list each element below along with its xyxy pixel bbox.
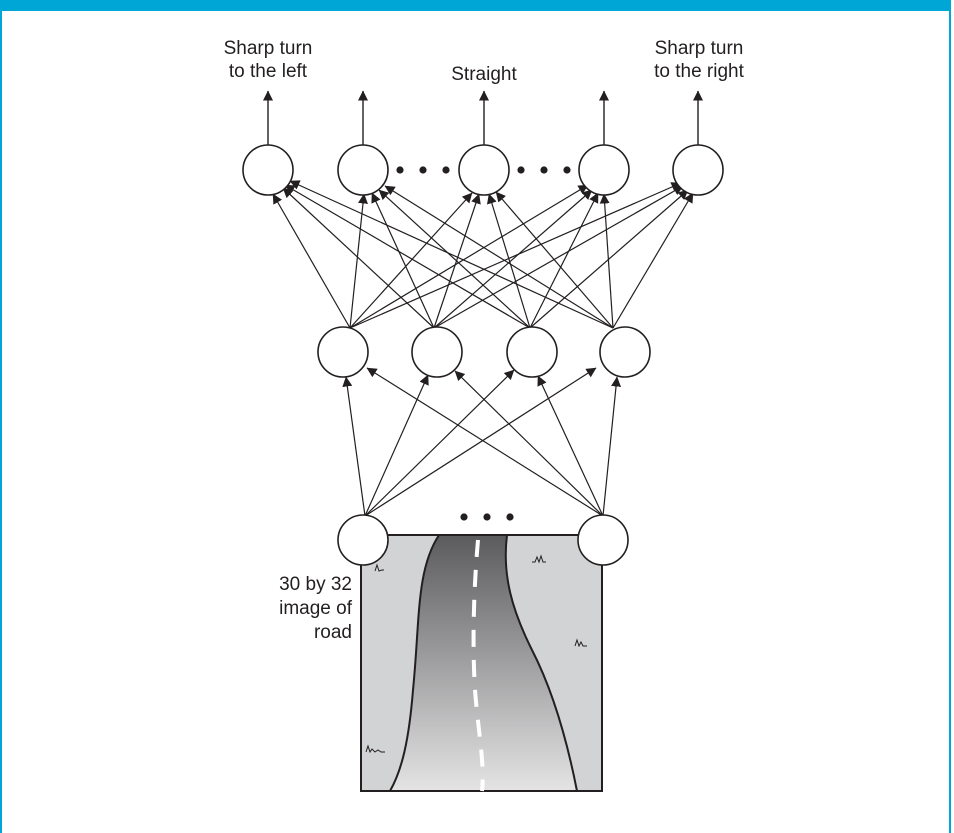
output-node — [337, 144, 389, 196]
hidden-layer — [317, 326, 651, 378]
output-node — [458, 144, 510, 196]
grass-tuft-3 — [574, 638, 587, 648]
image-caption: 30 by 32 image of road — [246, 573, 352, 645]
hidden-node — [599, 326, 651, 378]
output-arrows — [263, 90, 703, 145]
grass-tuft-2 — [532, 554, 546, 564]
grass-tuft-1 — [374, 563, 384, 572]
label-sharp-right-line2: to the right — [654, 61, 744, 82]
label-straight: Straight — [424, 63, 544, 86]
output-ellipsis — [396, 166, 571, 174]
input-ellipsis — [460, 513, 514, 521]
label-sharp-right-line1: Sharp turn — [654, 38, 744, 59]
label-sharp-left-line2: to the left — [228, 61, 308, 82]
input-to-hidden-connections — [342, 367, 622, 517]
input-node — [577, 514, 629, 566]
label-sharp-right: Sharp turn to the right — [634, 37, 764, 83]
hidden-node — [506, 326, 558, 378]
output-node — [672, 144, 724, 196]
label-sharp-left-line1: Sharp turn — [223, 38, 313, 59]
image-caption-line2: image of — [279, 598, 352, 619]
output-layer — [242, 144, 724, 196]
input-layer — [337, 514, 629, 566]
output-node — [242, 144, 294, 196]
output-node — [578, 144, 630, 196]
road-image — [360, 534, 603, 792]
center-line — [471, 539, 485, 792]
image-caption-line1: 30 by 32 — [279, 574, 352, 595]
road-surface — [388, 534, 579, 792]
label-straight-text: Straight — [451, 64, 517, 85]
input-node — [337, 514, 389, 566]
label-sharp-left: Sharp turn to the left — [208, 37, 328, 83]
hidden-node — [317, 326, 369, 378]
grass-tuft-4 — [365, 744, 385, 754]
hidden-to-output-connections — [272, 180, 694, 329]
hidden-node — [411, 326, 463, 378]
image-caption-line3: road — [313, 622, 352, 643]
